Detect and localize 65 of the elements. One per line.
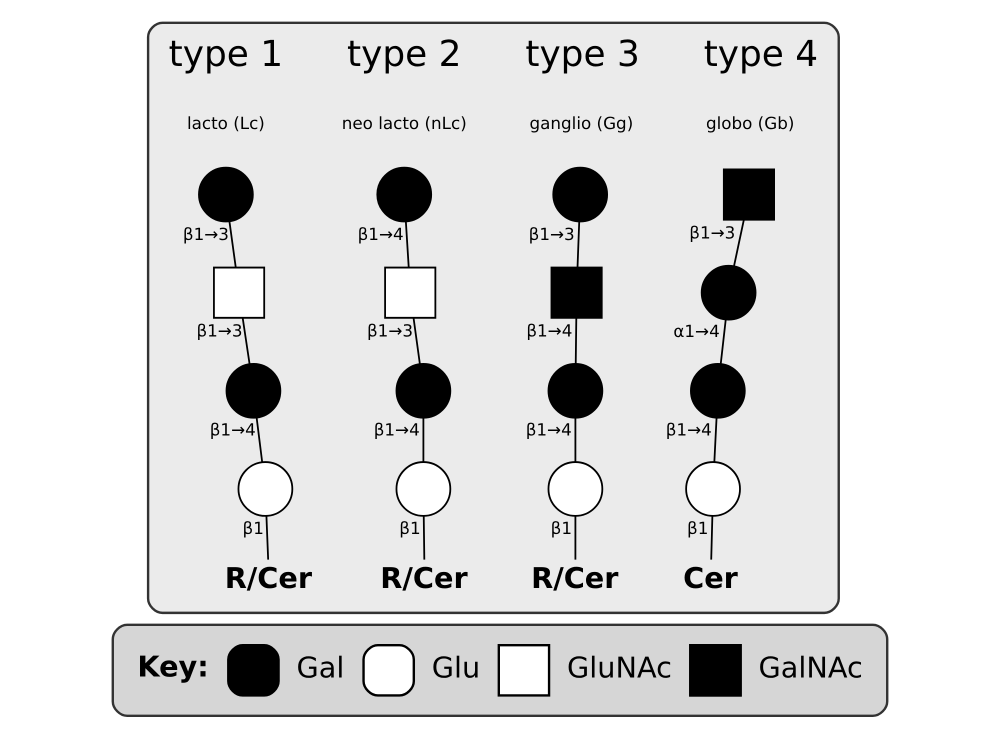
edge-label: β1→4 — [210, 419, 256, 440]
node-box — [384, 266, 436, 319]
edge-label: α1→4 — [673, 321, 720, 342]
connector — [266, 516, 270, 560]
edge-label: β1→3 — [366, 320, 414, 340]
node-text: Cer — [683, 560, 738, 595]
connector — [574, 516, 576, 560]
legend-label: GalNAc — [758, 650, 863, 685]
node-circle — [685, 461, 741, 517]
node-circle — [238, 461, 294, 517]
connector — [574, 318, 578, 364]
connector — [733, 220, 745, 266]
label: type 3 — [525, 34, 640, 75]
node-box — [213, 266, 266, 319]
connector — [576, 222, 580, 268]
label: type 4 — [704, 34, 818, 75]
node-text: R/Cer — [531, 560, 618, 595]
edge-label: β1 — [242, 518, 264, 538]
connector — [256, 418, 264, 462]
node-box — [722, 168, 775, 221]
connector — [228, 221, 237, 268]
node-box — [550, 266, 603, 319]
connector — [242, 318, 250, 364]
node-circle — [198, 166, 254, 222]
cluster — [146, 22, 840, 614]
connector — [404, 222, 410, 268]
connector — [422, 516, 426, 560]
node-circle — [552, 166, 608, 222]
node-text: R/Cer — [224, 560, 312, 595]
connector — [574, 418, 576, 462]
label: type 2 — [347, 34, 462, 75]
node-circle — [548, 363, 604, 419]
node-circle — [690, 363, 746, 419]
edge-label: β1→3 — [689, 222, 736, 242]
node-circle — [376, 166, 432, 222]
edge-label: β1 — [399, 518, 421, 538]
connector — [713, 418, 718, 462]
edge-label: β1 — [550, 518, 572, 538]
edge-label: β1→3 — [182, 224, 229, 244]
node-circle — [700, 264, 756, 321]
edge-label: β1→4 — [526, 420, 572, 440]
label: lacto (Lc) — [186, 112, 265, 133]
node-circle — [548, 461, 604, 517]
connector — [412, 318, 421, 364]
edge-label: β1→4 — [526, 320, 572, 340]
node-text: R/Cer — [380, 560, 468, 595]
node-circle — [396, 461, 452, 517]
label: neo lacto (nLc) — [342, 112, 467, 133]
connector — [422, 418, 424, 462]
edge-label: β1 — [687, 518, 708, 538]
edge-label: β1→4 — [374, 420, 420, 440]
label: ganglio (Gg) — [530, 112, 634, 133]
legend-label: Gal — [296, 650, 344, 685]
label: globo (Gb) — [706, 112, 794, 133]
node-circle — [396, 363, 452, 419]
label: type 1 — [168, 34, 284, 75]
edge-label: β1→4 — [358, 224, 404, 244]
legend-label: Glu — [432, 650, 480, 685]
legend-label: GluNAc — [567, 650, 672, 685]
edge-label: β1→3 — [196, 320, 242, 340]
edge-label: β1→4 — [666, 420, 712, 440]
edge-label: β1→3 — [528, 224, 575, 244]
node-circle — [226, 363, 282, 419]
connector — [720, 319, 727, 364]
connector — [710, 516, 714, 560]
